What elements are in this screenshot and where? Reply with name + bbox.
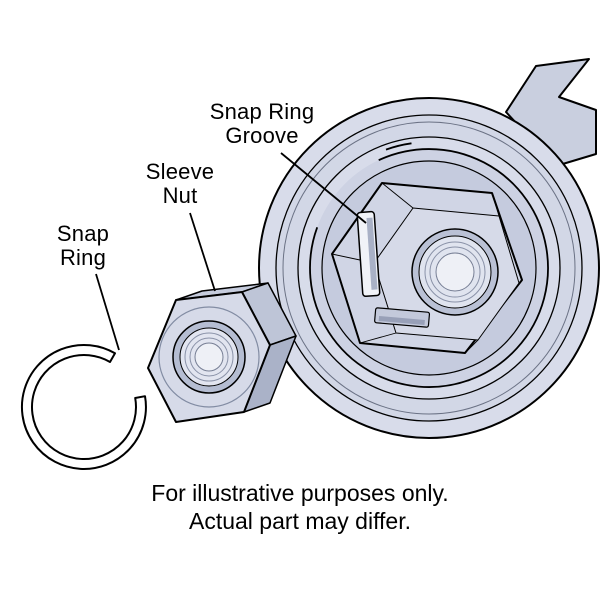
snap-ring-band [20,343,147,470]
retaining-ring-end [385,142,412,151]
snap-ring-groove-slot [356,210,381,298]
label-snap-ring-groove: Snap Ring Groove [209,99,315,148]
center-threaded-hole [411,228,499,316]
label-snap-ring: Snap Ring [56,221,110,270]
housing-groove-ring [282,121,576,415]
leader-lines [95,152,367,351]
disclaimer-line-1: For illustrative purposes only. [151,480,449,506]
leader-line-snap-ring-groove [280,152,367,224]
sleeve-nut-drawing [147,282,297,423]
nut-threaded-hole [172,320,246,394]
bottom-slot [374,307,431,328]
retaining-ring-arc [309,148,549,388]
housing-drawing [258,58,600,439]
nut-chamfer-circle [158,306,260,408]
leader-line-snap-ring [95,273,120,351]
snap-ring-drawing [20,343,147,470]
disclaimer-text: For illustrative purposes only. Actual p… [0,480,600,535]
label-sleeve-nut: Sleeve Nut [145,159,215,208]
disclaimer-line-2: Actual part may differ. [188,507,411,534]
leader-line-sleeve-nut [189,212,216,292]
